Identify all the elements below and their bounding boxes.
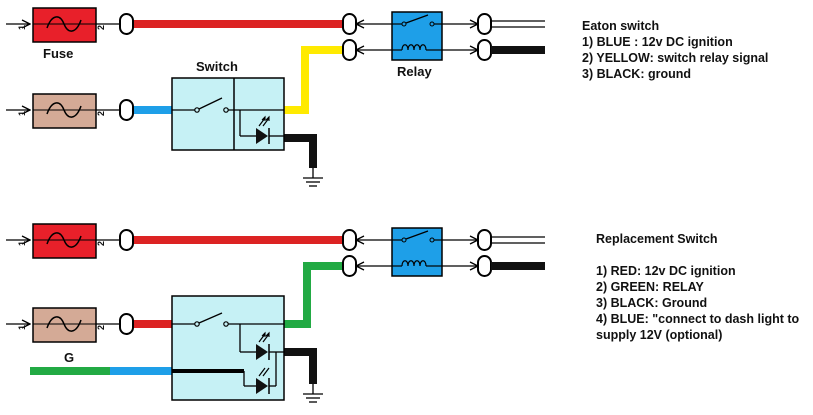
connector bbox=[119, 313, 134, 335]
replacement-line: 4) BLUE: "connect to dash light to bbox=[596, 312, 800, 326]
led-icon bbox=[256, 344, 268, 360]
connector bbox=[477, 39, 492, 61]
fuse-pin-1: 1 bbox=[17, 111, 27, 116]
connector bbox=[119, 229, 134, 251]
green-wire bbox=[284, 262, 343, 328]
connector bbox=[477, 13, 492, 35]
eaton-notes: Eaton switch 1) BLUE : 12v DC ignition 2… bbox=[582, 18, 768, 82]
black-ground-wire bbox=[284, 348, 317, 384]
fuse-pin-2: 2 bbox=[96, 25, 106, 30]
fuse-pin-1: 1 bbox=[17, 325, 27, 330]
eaton-line: 2) YELLOW: switch relay signal bbox=[582, 51, 769, 65]
fuse-bottom: 1 2 bbox=[17, 223, 106, 259]
replacement-diagram: G 1 2 1 2 bbox=[6, 223, 545, 403]
eaton-diagram: 1 2 Fuse 1 2 Switch bbox=[6, 7, 545, 187]
replacement-line: 3) BLACK: Ground bbox=[596, 296, 708, 310]
connector bbox=[119, 13, 134, 35]
eaton-line: 3) BLACK: ground bbox=[582, 67, 692, 81]
fuse-pin-1: 1 bbox=[17, 25, 27, 30]
ground-icon bbox=[303, 384, 323, 403]
connector bbox=[477, 255, 492, 277]
coil-icon bbox=[401, 260, 427, 267]
fuse-label: Fuse bbox=[43, 46, 73, 61]
replacement-notes: Replacement Switch 1) RED: 12v DC igniti… bbox=[596, 231, 799, 343]
eaton-title: Eaton switch bbox=[582, 19, 660, 33]
ground-icon bbox=[303, 168, 323, 187]
connector bbox=[342, 229, 357, 251]
relay-top bbox=[391, 11, 443, 61]
connector bbox=[477, 229, 492, 251]
black-ground-wire bbox=[284, 134, 317, 168]
replacement-title: Replacement Switch bbox=[596, 232, 718, 246]
fuse-switch-feed: 1 2 bbox=[17, 307, 106, 343]
replacement-line: 2) GREEN: RELAY bbox=[596, 280, 704, 294]
led-icon bbox=[256, 378, 268, 394]
led-icon bbox=[256, 128, 268, 144]
eaton-line: 1) BLUE : 12v DC ignition bbox=[582, 35, 733, 49]
replacement-line: supply 12V (optional) bbox=[596, 328, 723, 342]
connector bbox=[342, 39, 357, 61]
eaton-switch bbox=[171, 77, 285, 151]
fuse-pin-2: 2 bbox=[96, 241, 106, 246]
switch-label: Switch bbox=[196, 59, 238, 74]
fuse-top: 1 2 bbox=[17, 7, 106, 43]
replacement-line: 1) RED: 12v DC ignition bbox=[596, 264, 736, 278]
ground-wire-label: G bbox=[64, 350, 74, 365]
fuse-switch-feed: 1 2 bbox=[17, 93, 106, 129]
relay-bottom bbox=[391, 227, 443, 277]
yellow-wire bbox=[284, 46, 343, 114]
fuse-pin-2: 2 bbox=[96, 111, 106, 116]
connector bbox=[342, 255, 357, 277]
relay-label: Relay bbox=[397, 64, 432, 79]
replacement-switch bbox=[171, 295, 285, 401]
fuse-pin-2: 2 bbox=[96, 325, 106, 330]
fuse-pin-1: 1 bbox=[17, 241, 27, 246]
connector bbox=[119, 99, 134, 121]
coil-icon bbox=[401, 44, 427, 51]
connector bbox=[342, 13, 357, 35]
